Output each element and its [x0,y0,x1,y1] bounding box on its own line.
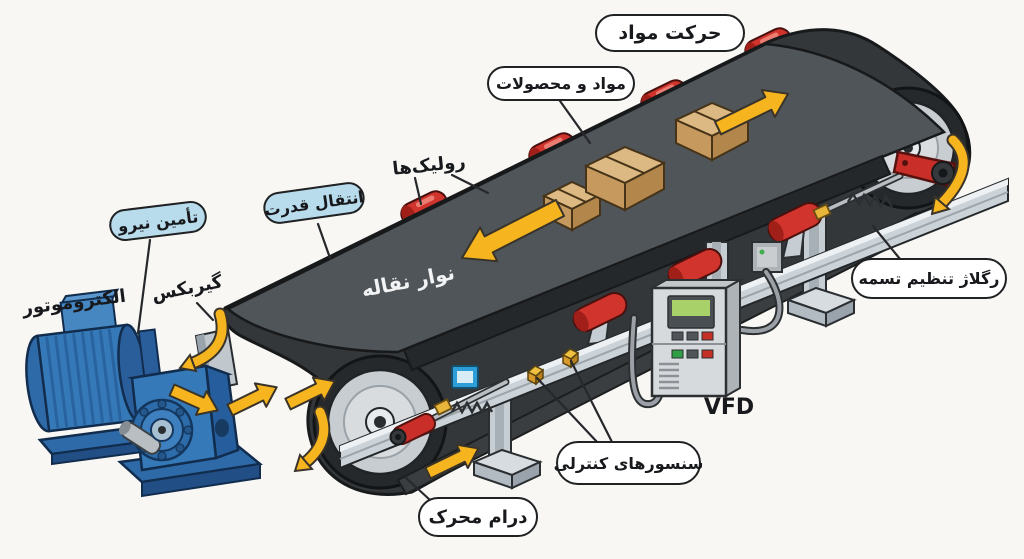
electromotor-gearbox [25,288,263,498]
box [583,145,667,212]
motor-body [25,288,166,433]
drive-arrow [284,376,336,411]
gearbox-face [119,398,194,462]
label-material-movement-text: حرکت مواد [618,22,722,44]
label-vfd-text: VFD [703,394,755,420]
label-materials-and-products-text: مواد و محصولات [496,74,626,93]
label-belt-tension-adjuster: رگلاژ تنظیم تسمه [851,258,1007,299]
label-control-sensors-text: سنسورهای کنترلی [553,453,704,473]
support-leg-near [471,395,543,490]
gearbox-arrow [168,383,219,416]
label-vfd: VFD [698,393,760,421]
label-control-sensors: سنسورهای کنترلی [553,441,704,485]
curved-arrows [178,133,970,473]
label-materials-and-products: مواد و محصولات [487,66,635,101]
junction-box [751,241,783,273]
left-tension-screw [389,378,510,446]
control-sensor [526,365,545,386]
label-power-supply-text: تأمین نیرو [116,206,200,236]
belt-direction-arrow [713,88,790,136]
right-tension-screw [812,172,904,221]
return-direction-arrow [424,443,480,480]
blue-clamp [451,365,479,389]
label-drive-drum: درام محرک [418,497,538,537]
label-rollers-text: رولیک‌ها [391,150,467,180]
label-drive-drum-text: درام محرک [428,506,528,528]
belt-side-band [402,154,892,372]
control-sensor [561,348,580,369]
leader-lines [136,99,902,502]
flow-arrows [168,88,790,480]
label-material-movement: حرکت مواد [595,14,745,52]
box [673,101,751,162]
belt-direction-arrow [460,198,566,263]
vfd-unit [648,278,744,398]
label-belt-tension-adjuster-text: رگلاژ تنظیم تسمه [858,269,1000,288]
drive-arrow [226,382,278,417]
